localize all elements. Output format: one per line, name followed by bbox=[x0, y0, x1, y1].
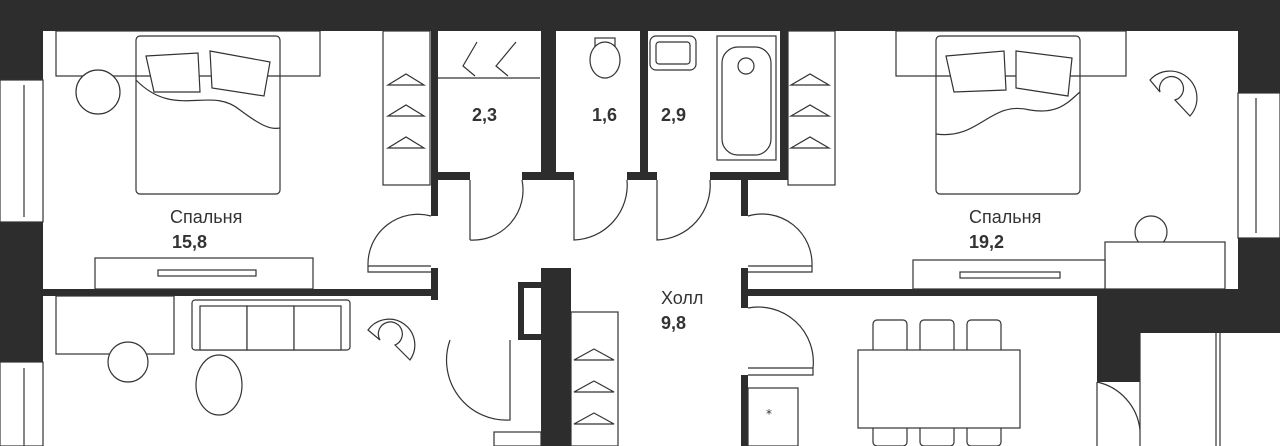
bed-left bbox=[55, 30, 321, 195]
doors bbox=[367, 179, 1141, 446]
sofa bbox=[191, 299, 351, 351]
armchair-right-bedroom bbox=[1149, 70, 1198, 117]
window-left-top bbox=[0, 79, 44, 223]
chair-left-bedroom bbox=[75, 69, 121, 115]
room-area-toilet: 1,6 bbox=[592, 105, 617, 125]
room-name-hall: Холл bbox=[661, 288, 703, 308]
desk-right-bedroom bbox=[912, 215, 1226, 290]
room-area-bathroom: 2,9 bbox=[661, 105, 686, 125]
wardrobe-right-bedroom bbox=[787, 30, 836, 186]
dining-table bbox=[857, 319, 1021, 446]
svg-text:*: * bbox=[766, 407, 772, 421]
fridge: * bbox=[747, 387, 799, 446]
wardrobe-left-bedroom bbox=[382, 30, 431, 186]
room-area-closet: 2,3 bbox=[472, 105, 497, 125]
wardrobe-hall bbox=[493, 311, 619, 446]
armchair-living bbox=[367, 318, 416, 361]
room-name-bedroom-left: Спальня bbox=[170, 207, 242, 227]
sink bbox=[649, 35, 697, 71]
window-left-bottom bbox=[0, 361, 44, 446]
room-area-bedroom-right: 19,2 bbox=[969, 232, 1004, 252]
room-area-bedroom-left: 15,8 bbox=[172, 232, 207, 252]
room-name-bedroom-right: Спальня bbox=[969, 207, 1041, 227]
balcony-window bbox=[1139, 333, 1221, 446]
bathtub bbox=[716, 35, 777, 161]
tv-stand-left bbox=[94, 257, 314, 290]
toilet bbox=[589, 37, 621, 79]
closet-hangers bbox=[438, 41, 540, 79]
desk-living bbox=[55, 295, 175, 383]
coffee-table bbox=[195, 354, 243, 416]
window-right bbox=[1237, 92, 1280, 239]
bed-right bbox=[895, 30, 1127, 195]
room-area-hall: 9,8 bbox=[661, 313, 686, 333]
